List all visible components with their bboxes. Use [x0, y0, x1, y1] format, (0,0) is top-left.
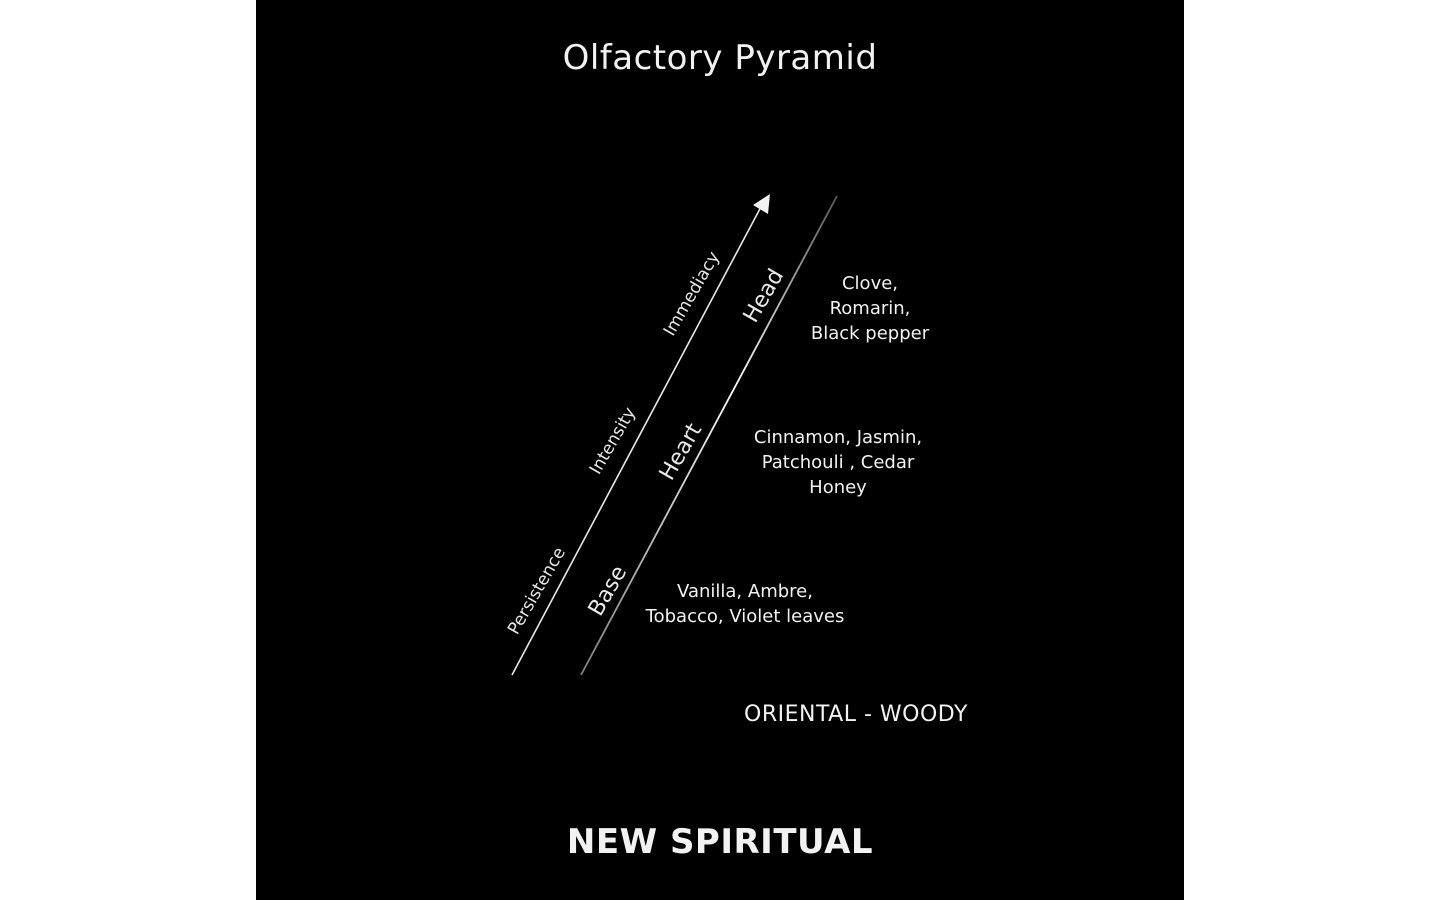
fragrance-family: ORIENTAL - WOODY — [744, 702, 968, 727]
pyramid-poster: Olfactory Pyramid Persistence Intensity — [256, 0, 1184, 900]
base-note-line: Vanilla, Ambre, — [677, 581, 813, 602]
head-note-line: Romarin, — [829, 298, 911, 319]
heart-notes: Cinnamon, Jasmin, Patchouli , Cedar Hone… — [713, 425, 963, 500]
pyramid-side-line — [580, 195, 838, 676]
brand-name: NEW SPIRITUAL — [566, 822, 874, 862]
heart-note-line: Cinnamon, Jasmin, — [753, 427, 923, 448]
base-note-line: Tobacco, Violet leaves — [645, 606, 845, 627]
head-notes: Clove, Romarin, Black pepper — [770, 271, 970, 346]
base-notes: Vanilla, Ambre, Tobacco, Violet leaves — [615, 579, 875, 629]
head-note-line: Clove, — [841, 273, 899, 294]
pyramid-diagram — [511, 194, 1128, 677]
diagram-title: Olfactory Pyramid — [562, 38, 878, 78]
heart-note-line: Honey — [809, 477, 867, 498]
heart-note-line: Patchouli , Cedar — [761, 452, 915, 473]
persistence-axis-line — [511, 204, 763, 676]
head-note-line: Black pepper — [810, 323, 930, 344]
arrow-up-right-icon — [753, 194, 770, 214]
